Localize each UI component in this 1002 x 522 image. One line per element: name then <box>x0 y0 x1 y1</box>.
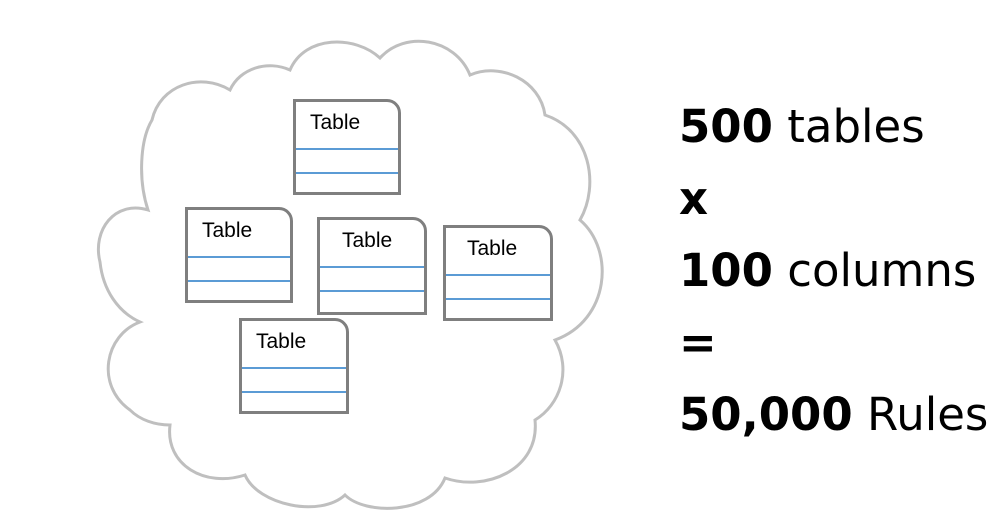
table-row-line <box>188 280 290 282</box>
table-card-5: Table <box>239 318 349 414</box>
table-title: Table <box>256 330 307 353</box>
table-row-line <box>188 256 290 258</box>
rules-count: 50,000 <box>679 388 853 441</box>
equation-line-columns: 100 columns <box>679 248 976 293</box>
table-row-line <box>446 274 550 276</box>
table-title: Table <box>202 219 253 242</box>
table-row-line <box>296 148 398 150</box>
table-title: Table <box>342 229 393 252</box>
tables-unit: tables <box>772 100 925 153</box>
table-card-2: Table <box>185 207 293 303</box>
table-row-line <box>320 290 424 292</box>
table-card-3: Table <box>317 217 427 315</box>
rules-unit: Rules <box>852 388 989 441</box>
table-row-line <box>446 298 550 300</box>
columns-count: 100 <box>679 244 773 297</box>
table-title: Table <box>467 237 518 260</box>
table-row-line <box>296 172 398 174</box>
columns-unit: columns <box>772 244 977 297</box>
table-card-4: Table <box>443 225 553 321</box>
equals-operator: = <box>679 316 717 369</box>
equation-line-rules: 50,000 Rules <box>679 392 988 437</box>
multiply-operator: x <box>679 172 709 225</box>
table-row-line <box>320 266 424 268</box>
tables-count: 500 <box>679 100 773 153</box>
table-title: Table <box>310 111 361 134</box>
table-row-line <box>242 367 346 369</box>
equation-line-tables: 500 tables <box>679 104 925 149</box>
table-card-1: Table <box>293 99 401 195</box>
table-row-line <box>242 391 346 393</box>
